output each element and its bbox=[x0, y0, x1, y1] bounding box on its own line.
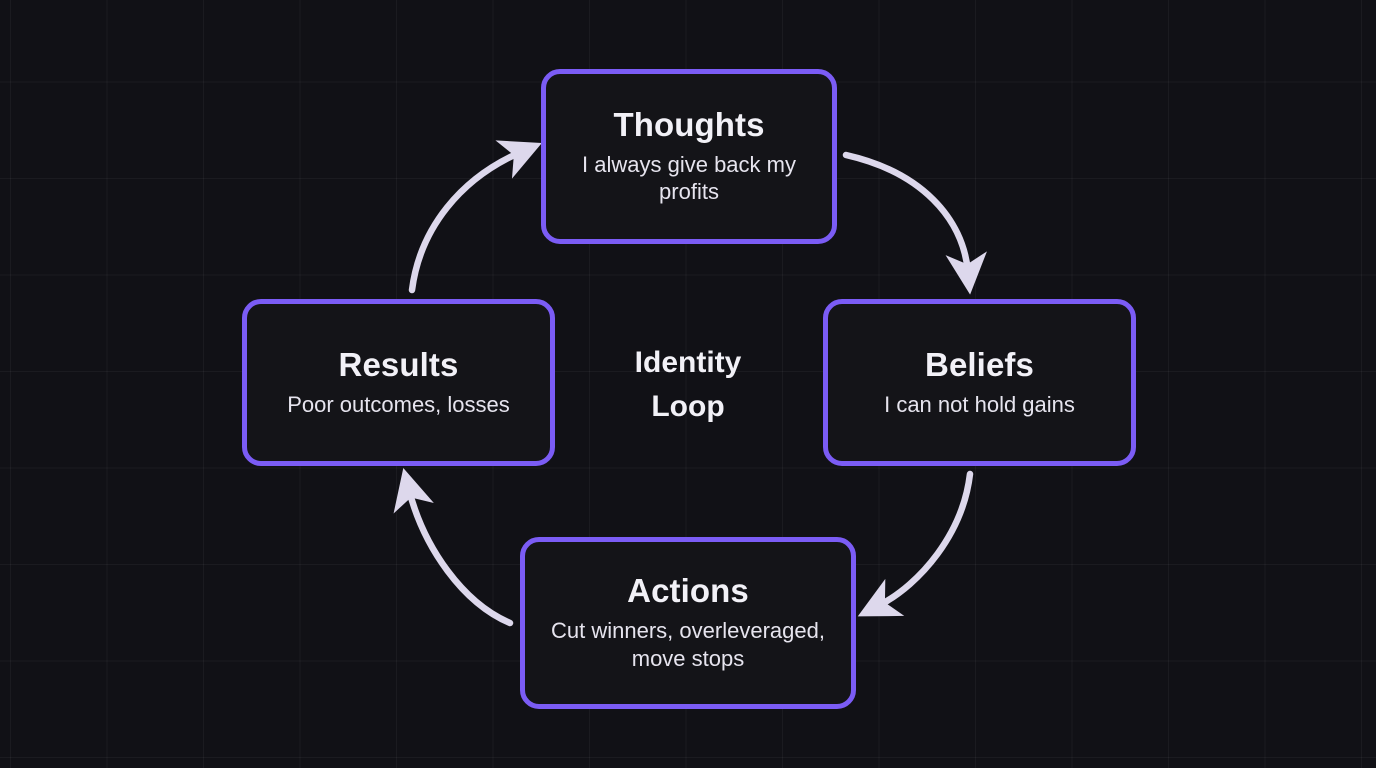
node-beliefs[interactable]: Beliefs I can not hold gains bbox=[823, 299, 1136, 466]
node-results-description: Poor outcomes, losses bbox=[287, 391, 510, 417]
arrow-actions-to-results bbox=[393, 467, 514, 627]
node-beliefs-description: I can not hold gains bbox=[884, 391, 1075, 417]
node-actions[interactable]: Actions Cut winners, overleveraged, move… bbox=[520, 537, 856, 709]
arrow-results-to-thoughts bbox=[408, 140, 542, 294]
node-thoughts[interactable]: Thoughts I always give back my profits bbox=[541, 69, 837, 244]
node-results[interactable]: Results Poor outcomes, losses bbox=[242, 299, 555, 466]
node-thoughts-description: I always give back my profits bbox=[582, 151, 796, 205]
node-actions-description: Cut winners, overleveraged, move stops bbox=[551, 618, 825, 671]
arrow-beliefs-to-actions bbox=[857, 470, 974, 617]
center-label-line1: Identity bbox=[634, 346, 742, 379]
center-label: Identity Loop bbox=[588, 341, 788, 428]
arrow-thoughts-to-beliefs bbox=[842, 151, 987, 295]
center-label-line2: Loop bbox=[651, 389, 725, 423]
node-thoughts-title: Thoughts bbox=[613, 105, 765, 143]
node-beliefs-title: Beliefs bbox=[925, 345, 1034, 383]
node-results-title: Results bbox=[338, 345, 459, 383]
node-actions-title: Actions bbox=[627, 572, 749, 610]
